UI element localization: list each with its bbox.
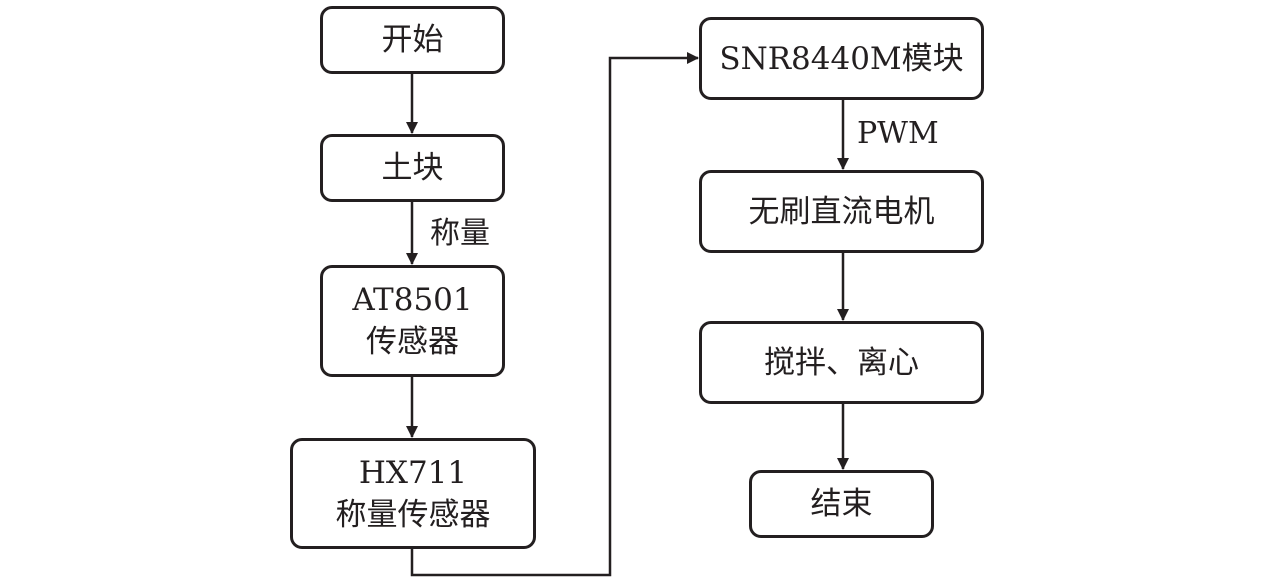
node-hx711-line2: 称量传感器 [335, 496, 491, 533]
node-end-label: 结束 [810, 486, 873, 522]
node-hx711: HX711 称量传感器 [290, 438, 536, 549]
node-stir-label: 搅拌、离心 [764, 344, 919, 381]
node-start: 开始 [320, 6, 505, 74]
arrow-hx711-to-snr [410, 52, 699, 577]
node-start-label: 开始 [381, 22, 444, 58]
node-snr8440m-label: SNR8440M模块 [719, 40, 964, 77]
edge-label-weigh: 称量 [430, 216, 490, 251]
node-hx711-line1: HX711 [358, 454, 468, 491]
node-stir: 搅拌、离心 [699, 321, 984, 404]
node-motor-label: 无刷直流电机 [748, 193, 935, 230]
node-at8501-line1: AT8501 [352, 282, 473, 318]
node-at8501-line2: 传感器 [366, 324, 459, 360]
node-soil-label: 土块 [381, 150, 444, 186]
node-end: 结束 [749, 470, 934, 538]
node-at8501: AT8501 传感器 [320, 265, 505, 377]
node-motor: 无刷直流电机 [699, 170, 984, 253]
node-snr8440m: SNR8440M模块 [699, 17, 984, 100]
edge-label-pwm: PWM [857, 116, 939, 151]
node-soil: 土块 [320, 134, 505, 202]
